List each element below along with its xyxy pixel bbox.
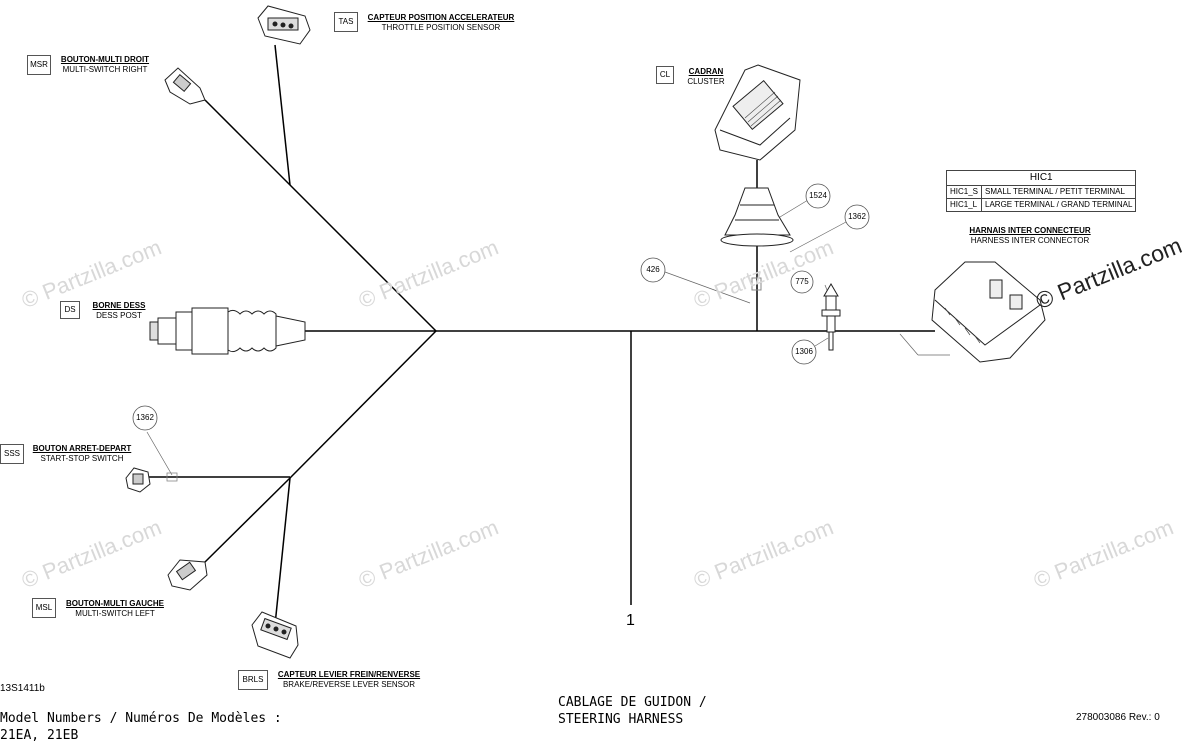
callout-426: 426 (646, 265, 660, 274)
ds-label-fr: BORNE DESS (92, 301, 146, 310)
msr-code-box: MSR (27, 55, 51, 75)
msl-code-box: MSL (32, 598, 56, 618)
callout-1524: 1524 (809, 191, 827, 200)
grommet-icon (720, 187, 794, 291)
msl-label-en: MULTI-SWITCH LEFT (75, 609, 155, 618)
dess-post-connector-icon (149, 307, 306, 355)
brls-branch-wire (274, 477, 291, 626)
msl-branch-wire (204, 477, 291, 563)
model-numbers-label: Model Numbers / Numéros De Modèles : (0, 711, 282, 726)
page-title: CABLAGE DE GUIDON / (558, 695, 707, 710)
harness-inter-connector-icon (931, 261, 1046, 363)
figure-code: 13S1411b (0, 683, 45, 694)
msl-label-fr: BOUTON-MULTI GAUCHE (66, 599, 164, 608)
brls-label-fr: CAPTEUR LEVIER FREIN/RENVERSE (277, 670, 421, 679)
cl-label-fr: CADRAN (688, 67, 724, 76)
msr-branch-wire (204, 99, 437, 332)
model-numbers-value: 21EA, 21EB (0, 728, 79, 743)
tas-label-fr: CAPTEUR POSITION ACCELERATEUR (367, 13, 515, 22)
sss-code-box: SSS (0, 444, 24, 464)
hic1-row-desc: LARGE TERMINAL / GRAND TERMINAL (981, 198, 1137, 212)
hic1-label-en: HARNESS INTER CONNECTOR (970, 236, 1090, 245)
brls-code-box: BRLS (238, 670, 268, 690)
document-reference: 278003086 Rev.: 0 (1076, 712, 1160, 723)
throttle-position-sensor-connector-icon (257, 5, 311, 45)
callout-775: 775 (795, 277, 809, 286)
page-subtitle: STEERING HARNESS (558, 712, 684, 727)
cl-label-en: CLUSTER (687, 77, 725, 86)
callout-1362: 1362 (136, 413, 154, 422)
multi-switch-right-connector-icon (164, 67, 206, 105)
hic1-row-desc: SMALL TERMINAL / PETIT TERMINAL (981, 185, 1137, 199)
hic1-title: HIC1 (945, 170, 1137, 186)
lower-branch-wire (289, 330, 437, 479)
tas-code-box: TAS (334, 12, 358, 32)
hic1-label-fr: HARNAIS INTER CONNECTEUR (969, 226, 1091, 235)
tas-branch-wire (274, 44, 291, 186)
sss-label-en: START-STOP SWITCH (40, 454, 124, 463)
fitting-775-icon (821, 283, 841, 351)
tas-label-en: THROTTLE POSITION SENSOR (381, 23, 501, 32)
msr-label-fr: BOUTON-MULTI DROIT (60, 55, 150, 64)
callout-circles (132, 183, 870, 431)
multi-switch-left-connector-icon (167, 559, 208, 591)
cluster-connector-icon (714, 64, 801, 161)
hic1-row-code: HIC1_L (945, 198, 983, 212)
part-number: 1 (626, 612, 635, 629)
hic1-row-code: HIC1_S (945, 185, 983, 199)
ds-label-en: DESS POST (96, 311, 142, 320)
sss-label-fr: BOUTON ARRET-DEPART (32, 444, 132, 453)
cl-code-box: CL (656, 66, 674, 84)
brls-label-en: BRAKE/REVERSE LEVER SENSOR (282, 680, 416, 689)
callout-1306: 1306 (795, 347, 813, 356)
start-stop-switch-connector-icon (125, 467, 151, 493)
ds-code-box: DS (60, 301, 80, 319)
brake-reverse-lever-sensor-connector-icon (251, 611, 299, 659)
callout-1362: 1362 (848, 212, 866, 221)
msr-label-en: MULTI-SWITCH RIGHT (62, 65, 148, 74)
